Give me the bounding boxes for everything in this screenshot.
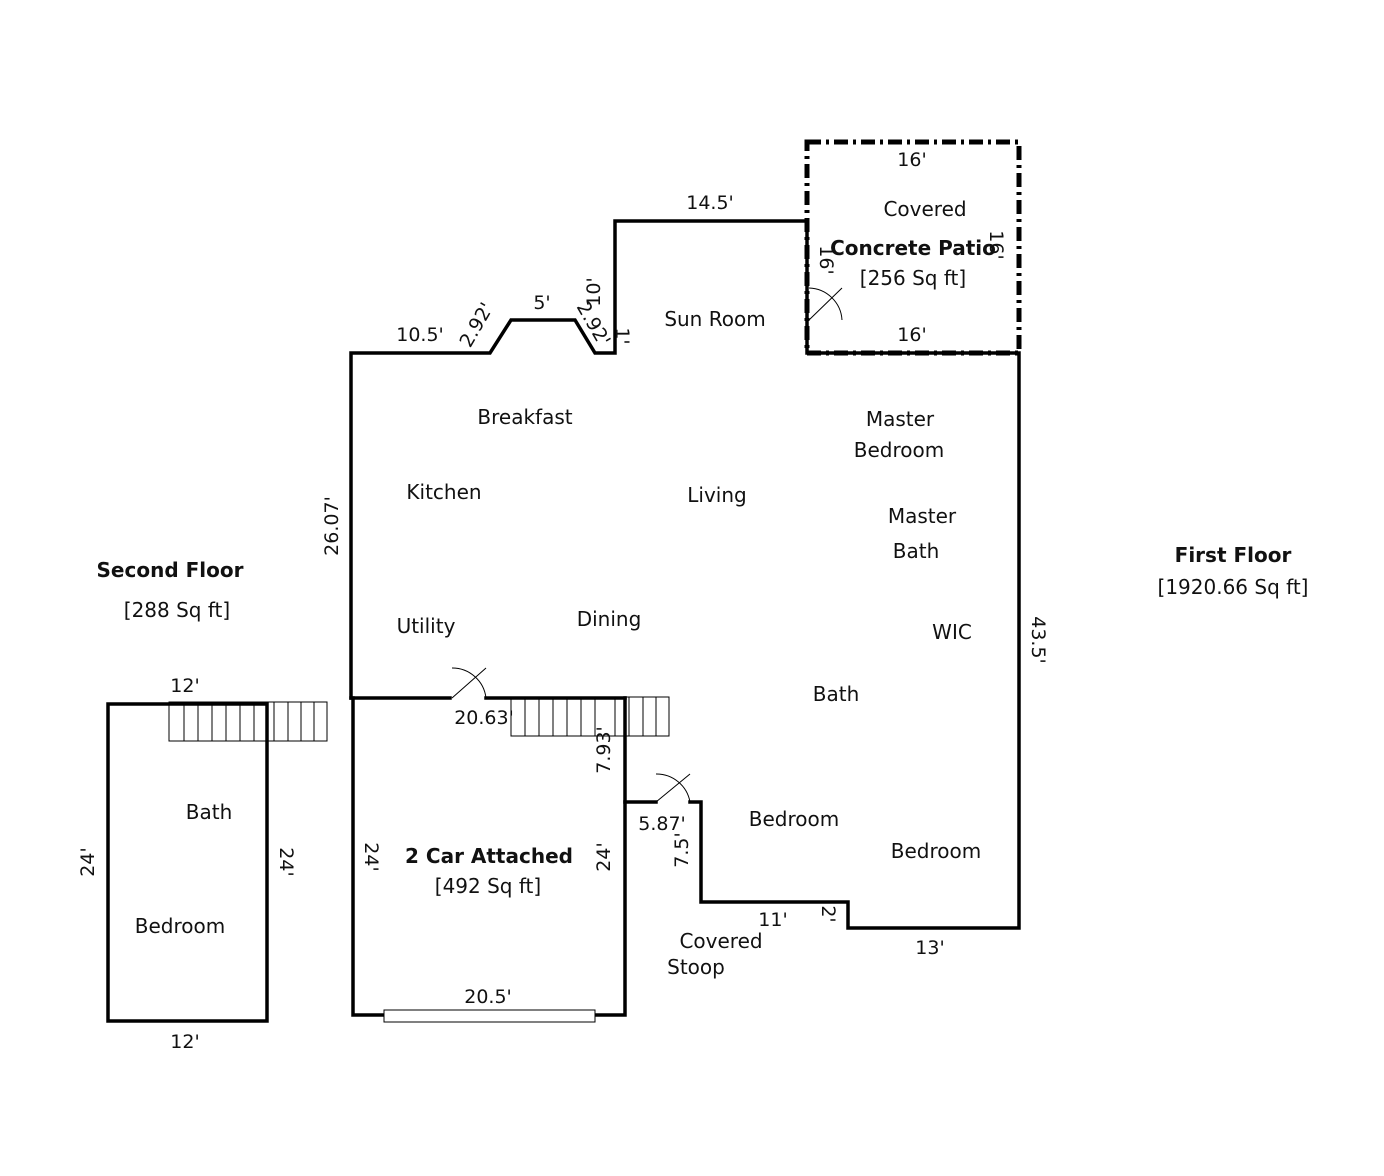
patio-outline [804, 139, 1022, 356]
second-floor-area: [288 Sq ft] [124, 598, 230, 622]
dim-7-5: 7.5' [671, 832, 693, 867]
patio-title-line2: Concrete Patio [830, 236, 996, 260]
first-floor-area: [1920.66 Sq ft] [1158, 575, 1309, 599]
dim-24-second-left: 24' [77, 847, 99, 876]
door-swing-garage [451, 667, 487, 699]
room-kitchen: Kitchen [406, 480, 481, 504]
dim-16-bottom: 16' [897, 324, 926, 346]
room-bath: Bath [813, 682, 860, 706]
room-second-bath: Bath [186, 800, 233, 824]
dim-7-93: 7.93' [593, 726, 615, 774]
room-living: Living [687, 483, 746, 507]
dim-20-63: 20.63' [454, 707, 514, 729]
room-master-bath-1: Master [888, 504, 957, 528]
dim-24-garage-right: 24' [593, 842, 615, 871]
dim-2: 2' [817, 905, 839, 922]
second-floor-outline [106, 702, 269, 1023]
dim-10-5: 10.5' [396, 324, 444, 346]
room-utility: Utility [397, 614, 456, 638]
dim-5-87: 5.87' [638, 813, 686, 835]
dim-43-5: 43.5' [1027, 616, 1049, 664]
garage-title: 2 Car Attached [405, 844, 573, 868]
room-dining: Dining [577, 607, 642, 631]
dim-16-top: 16' [897, 149, 926, 171]
room-covered-stoop-1: Covered [679, 929, 762, 953]
dim-12-bottom: 12' [170, 1031, 199, 1053]
stairs-first-floor [510, 696, 670, 737]
first-floor-title: First Floor [1175, 543, 1292, 567]
room-breakfast: Breakfast [477, 405, 572, 429]
patio-area: [256 Sq ft] [860, 266, 966, 290]
room-master-bedroom-2: Bedroom [854, 438, 944, 462]
dim-16-right: 16' [985, 230, 1007, 259]
dim-5: 5' [533, 292, 550, 314]
dim-12-top: 12' [170, 675, 199, 697]
room-wic: WIC [932, 620, 972, 644]
dim-14-5: 14.5' [686, 192, 734, 214]
second-floor-title: Second Floor [97, 558, 244, 582]
room-sun-room: Sun Room [664, 307, 765, 331]
dim-13: 13' [915, 937, 944, 959]
room-master-bedroom-1: Master [866, 407, 935, 431]
dim-24-second-right: 24' [275, 847, 297, 876]
room-bedroom-b: Bedroom [891, 839, 981, 863]
patio-title-line1: Covered [883, 197, 966, 221]
dim-11: 11' [758, 909, 787, 931]
room-master-bath-2: Bath [893, 539, 940, 563]
dim-10: 10' [583, 277, 605, 306]
room-second-bedroom: Bedroom [135, 914, 225, 938]
room-bedroom-a: Bedroom [749, 807, 839, 831]
door-swing-patio [808, 287, 843, 321]
dim-20-5: 20.5' [464, 986, 512, 1008]
dim-16-left: 16' [815, 245, 837, 274]
stairs-second-floor [168, 701, 328, 742]
dim-24-garage-left: 24' [360, 842, 382, 871]
door-swing-stoop [655, 773, 691, 803]
room-covered-stoop-2: Stoop [667, 955, 725, 979]
dim-2-92-left: 2.92' [455, 299, 498, 351]
garage-door [383, 1009, 596, 1023]
dim-26-07: 26.07' [321, 496, 343, 556]
dim-1: 1' [611, 327, 633, 344]
garage-area: [492 Sq ft] [435, 874, 541, 898]
